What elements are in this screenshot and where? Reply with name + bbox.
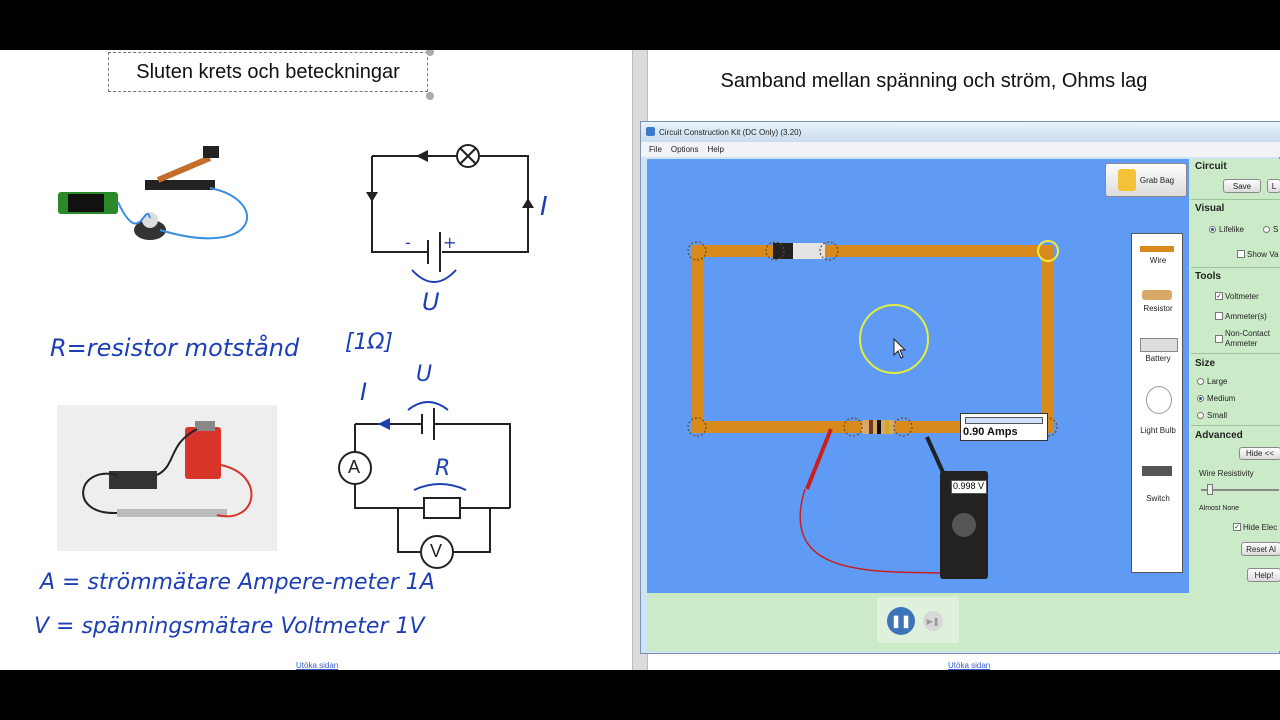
show-values-checkbox[interactable] — [1237, 250, 1245, 258]
palette-switch-label[interactable]: Switch — [1146, 494, 1170, 503]
palette-bulb-label[interactable]: Light Bulb — [1140, 426, 1176, 435]
window-titlebar[interactable]: Circuit Construction Kit (DC Only) (3.20… — [641, 122, 1280, 142]
menu-file[interactable]: File — [649, 145, 662, 154]
circuit-canvas[interactable]: 0.998 V 0.90 Amps Grab Bag Wire Resistor… — [647, 159, 1189, 593]
resize-handle[interactable] — [426, 92, 434, 100]
playback-controls: ❚❚ ▶❚ — [877, 597, 959, 643]
note-ammeter: A = strömmätare Ampere-meter 1A — [40, 570, 435, 595]
note-voltmeter: V = spänningsmätare Voltmeter 1V — [34, 614, 425, 639]
schematic-label: S — [1273, 225, 1279, 234]
voltmeter-readout: 0.998 V — [951, 480, 987, 494]
save-button[interactable]: Save — [1223, 179, 1261, 193]
right-page-title[interactable]: Samband mellan spänning och ström, Ohms … — [720, 70, 1148, 92]
palette-wire-label[interactable]: Wire — [1149, 256, 1167, 265]
palette-resistor-label[interactable]: Resistor — [1143, 304, 1173, 313]
grab-bag-button[interactable]: Grab Bag — [1105, 163, 1187, 197]
wire-resistivity-track — [1201, 489, 1279, 491]
divider — [1191, 353, 1280, 354]
circuit-photo-1 — [58, 146, 248, 240]
menu-options[interactable]: Options — [670, 145, 699, 154]
light-bulb-icon[interactable] — [1146, 386, 1172, 414]
load-button[interactable]: L — [1267, 179, 1280, 193]
divider — [1191, 425, 1280, 426]
reset-all-button[interactable]: Reset Al — [1241, 542, 1280, 556]
menu-bar: File Options Help — [641, 142, 1280, 157]
noncontact-ammeter-label: Non-Contact Ammeter — [1225, 329, 1270, 348]
size-large-radio[interactable] — [1197, 378, 1204, 385]
wire-resistivity-slider[interactable] — [1207, 484, 1213, 495]
ammeter-display-bar — [965, 417, 1043, 424]
wire-icon[interactable] — [1140, 246, 1174, 252]
circuit-drawing — [687, 240, 1059, 579]
size-medium-radio[interactable] — [1197, 395, 1204, 402]
voltmeter-label: Voltmeter — [1225, 292, 1259, 301]
resistor-icon[interactable] — [1142, 290, 1172, 300]
grab-bag-label: Grab Bag — [1139, 175, 1175, 185]
size-medium-label: Medium — [1207, 394, 1236, 403]
step-button[interactable]: ▶❚ — [923, 611, 943, 631]
label-voltage-U-2: U — [416, 362, 433, 387]
label-resistor-R: R — [435, 456, 451, 481]
component-palette: Wire Resistor Battery Light Bulb Switch — [1131, 233, 1183, 573]
tools-section-title: Tools — [1195, 271, 1221, 282]
note-unit-ohm: [1Ω] — [345, 330, 393, 355]
label-voltage-U: U — [422, 288, 440, 316]
advanced-section-title: Advanced — [1195, 430, 1243, 441]
circuit-photo-2 — [57, 405, 277, 551]
ammeters-checkbox[interactable] — [1215, 312, 1223, 320]
menu-help[interactable]: Help — [707, 145, 724, 154]
palette-battery-label[interactable]: Battery — [1145, 354, 1171, 363]
left-notes-page: Sluten krets och beteckningar - + I U R=… — [0, 50, 632, 670]
minus-sign: - — [405, 233, 411, 252]
bag-icon — [1117, 169, 1136, 191]
schematic-lamp-battery — [352, 122, 544, 292]
lifelike-label: Lifelike — [1219, 225, 1244, 234]
ammeter[interactable]: 0.90 Amps — [960, 413, 1048, 441]
ammeter-readout: 0.90 Amps — [963, 426, 1018, 438]
voltmeter-symbol: V — [430, 541, 443, 561]
wire-resistivity-label: Wire Resistivity — [1199, 469, 1254, 478]
divider — [1191, 199, 1280, 200]
voltmeter-checkbox[interactable]: ✓ — [1215, 292, 1223, 300]
lifelike-radio[interactable] — [1209, 226, 1216, 233]
visual-section-title: Visual — [1195, 203, 1225, 214]
resize-handle[interactable] — [426, 50, 434, 56]
help-button[interactable]: Help! — [1247, 568, 1280, 582]
switch-icon[interactable] — [1142, 466, 1172, 476]
schematic-radio[interactable] — [1263, 226, 1270, 233]
battery-icon[interactable] — [1140, 338, 1178, 352]
playback-bar: ❚❚ ▶❚ — [647, 593, 1189, 651]
plus-sign: + — [443, 233, 457, 252]
pause-button[interactable]: ❚❚ — [887, 607, 915, 635]
expand-page-link-right[interactable]: Utöka sidan — [948, 661, 991, 670]
note-resistor: R=resistor motstånd — [50, 334, 300, 362]
app-icon — [646, 127, 655, 136]
hide-advanced-button[interactable]: Hide << — [1239, 447, 1280, 460]
divider — [1191, 267, 1280, 268]
expand-page-link[interactable]: Utöka sidan — [296, 661, 339, 670]
ammeter-symbol: A — [348, 457, 361, 477]
ammeters-label: Ammeter(s) — [1225, 312, 1267, 321]
almost-none-label: Almost None — [1199, 505, 1240, 512]
show-values-label: Show Va — [1247, 250, 1279, 259]
hide-electrons-checkbox[interactable]: ✓ — [1233, 523, 1241, 531]
label-current-I: I — [540, 192, 548, 222]
left-page-title[interactable]: Sluten krets och beteckningar — [108, 52, 428, 92]
size-large-label: Large — [1207, 377, 1228, 386]
hide-electrons-label: Hide Elec — [1243, 523, 1278, 532]
size-small-label: Small — [1207, 411, 1228, 420]
window-title: Circuit Construction Kit (DC Only) (3.20… — [659, 127, 802, 137]
noncontact-ammeter-checkbox[interactable] — [1215, 335, 1223, 343]
size-section-title: Size — [1195, 358, 1216, 369]
circuit-section-title: Circuit — [1195, 161, 1227, 172]
schematic-ammeter-voltmeter — [338, 401, 511, 569]
control-panel: Circuit Save L Visual Lifelike S Show Va… — [1189, 159, 1280, 651]
label-current-I-2: I — [360, 378, 368, 406]
circuit-construction-kit-window: Circuit Construction Kit (DC Only) (3.20… — [640, 121, 1280, 654]
size-small-radio[interactable] — [1197, 412, 1204, 419]
